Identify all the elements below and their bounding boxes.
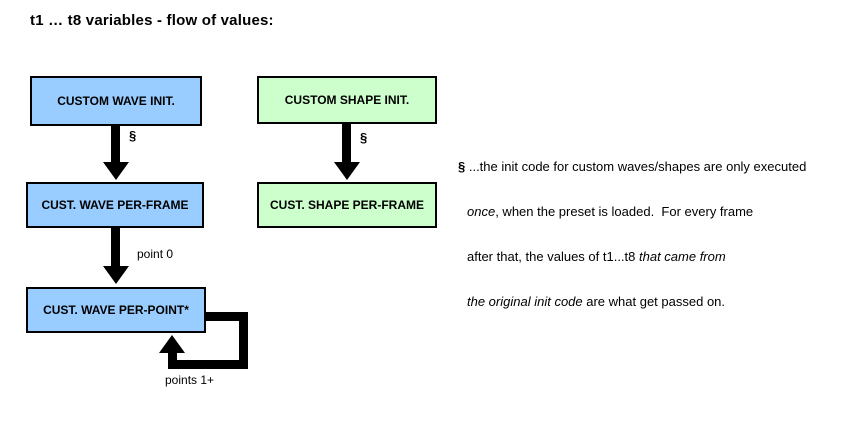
page-title: t1 … t8 variables - flow of values: [30,12,274,29]
footnote-italic: the original init code [467,294,583,309]
wave-section-symbol: § [129,128,137,143]
loop-segment-down [239,312,248,369]
arrow-down-icon [103,162,129,180]
loop-segment-up [168,352,177,364]
box-custom-wave-init: CUSTOM WAVE INIT. [30,76,202,126]
box-cust-shape-per-frame: CUST. SHAPE PER-FRAME [257,182,437,228]
point0-label: point 0 [137,247,174,261]
footnote-italic: that came from [639,249,726,264]
box-custom-shape-init: CUSTOM SHAPE INIT. [257,76,437,124]
arrow-down-icon [103,266,129,284]
footnote-line-1: § ...the init code for custom waves/shap… [458,159,850,174]
loop-segment-left [168,360,248,369]
footnote: § ...the init code for custom waves/shap… [458,129,850,339]
footnote-italic: once [467,204,496,219]
shape-section-symbol: § [360,130,368,145]
footnote-text: are what get passed on. [582,294,726,309]
footnote-marker: § [458,159,466,174]
arrow-wave-frame-shaft [111,228,120,266]
footnote-text: ...the init code for custom waves/shapes… [465,159,807,174]
points1plus-label: points 1+ [165,373,215,387]
footnote-line-4: the original init code are what get pass… [458,294,850,309]
box-cust-wave-per-frame: CUST. WAVE PER-FRAME [26,182,204,228]
arrow-down-icon [334,162,360,180]
arrow-shape-init-shaft [342,124,351,162]
arrow-up-icon [159,335,185,353]
footnote-text: after that, the values of t1...t8 [467,249,639,264]
arrow-wave-init-shaft [111,126,120,162]
loop-segment-right [206,312,248,321]
footnote-line-2: once, when the preset is loaded. For eve… [458,204,850,219]
box-cust-wave-per-point: CUST. WAVE PER-POINT* [26,287,206,333]
footnote-text: , when the preset is loaded. For every f… [495,204,754,219]
footnote-line-3: after that, the values of t1...t8 that c… [458,249,850,264]
